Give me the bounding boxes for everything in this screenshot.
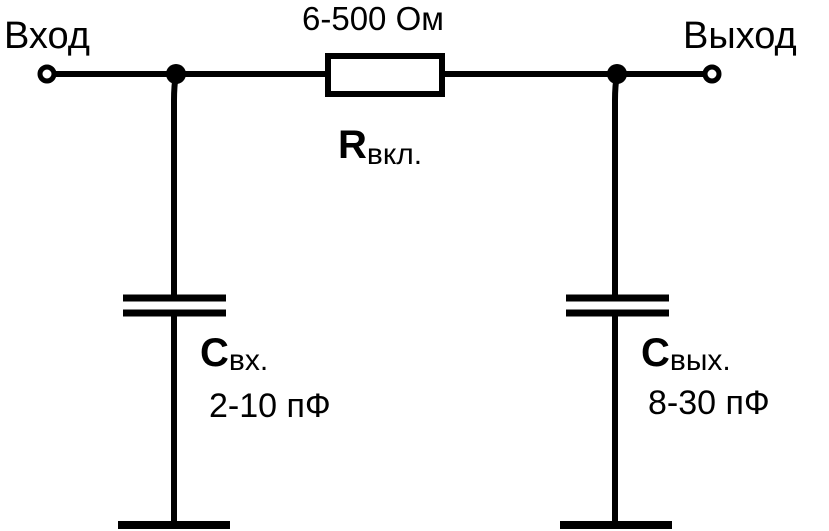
resistor-symbol bbox=[325, 53, 445, 97]
cin-label-main: C bbox=[200, 331, 229, 375]
resistor-label: Rвкл. bbox=[338, 123, 422, 171]
wire-right-branch bbox=[612, 73, 620, 298]
cin-label: Cвх. bbox=[200, 331, 268, 377]
cout-label: Cвых. bbox=[641, 331, 731, 377]
cin-value-label: 2-10 пФ bbox=[209, 387, 331, 425]
cout-value-label: 8-30 пФ bbox=[648, 384, 770, 422]
cin-label-sub: вх. bbox=[229, 344, 268, 377]
wire-left-branch bbox=[171, 73, 179, 298]
cout-label-main: C bbox=[641, 331, 670, 375]
resistor-label-sub: вкл. bbox=[367, 138, 422, 171]
output-terminal bbox=[702, 64, 722, 84]
output-label: Выход bbox=[683, 15, 797, 57]
cout-label-sub: вых. bbox=[670, 344, 731, 377]
resistor-label-main: R bbox=[338, 123, 367, 167]
resistance-value-label: 6-500 Ом bbox=[302, 0, 444, 37]
input-terminal bbox=[37, 64, 57, 84]
input-label: Вход bbox=[4, 15, 90, 57]
